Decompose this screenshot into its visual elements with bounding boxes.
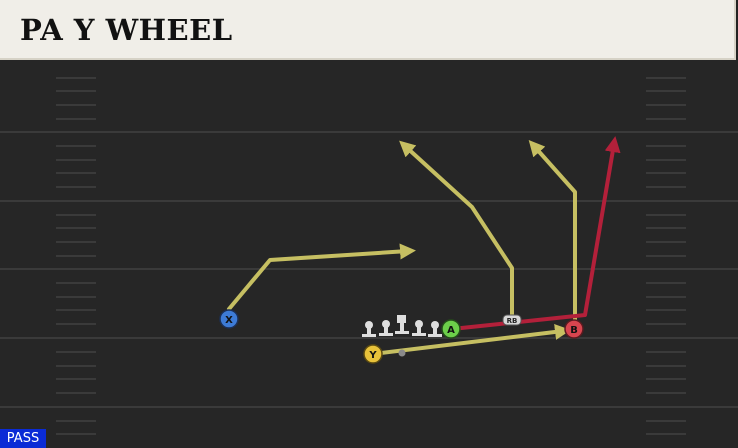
player-rb[interactable]: RB [502,314,522,326]
lineman-left-tackle [362,321,376,337]
route-x-post [227,243,416,311]
player-y-label: Y [368,350,377,361]
hash-marks-left [56,77,96,435]
lineman-right-guard [412,320,426,336]
play-title: PA Y WHEEL [20,13,233,47]
hash-marks-right [646,77,686,435]
player-x[interactable]: X [219,309,239,329]
player-b[interactable]: B [564,319,584,339]
lineman-left-guard [379,320,393,336]
play-title-bar: PA Y WHEEL [0,0,736,60]
offensive-line [362,315,442,337]
playbook-field: RB X A B Y [0,60,738,448]
play-type-badge: PASS [0,429,46,448]
quarterback-marker [398,349,406,357]
route-rb-wheel [399,140,514,321]
center [395,315,409,334]
yard-lines [0,131,738,408]
player-y[interactable]: Y [363,344,383,364]
player-a[interactable]: A [441,319,461,339]
player-rb-label: RB [507,317,518,325]
player-x-label: X [225,315,233,326]
lineman-right-tackle [428,321,442,337]
routes [227,136,621,356]
route-a-block-release [450,136,621,331]
player-a-label: A [447,325,455,336]
route-b-post [528,140,577,323]
player-b-label: B [570,325,578,336]
route-y-wheel [371,324,571,356]
field-diagram: RB X A B Y [0,77,738,435]
